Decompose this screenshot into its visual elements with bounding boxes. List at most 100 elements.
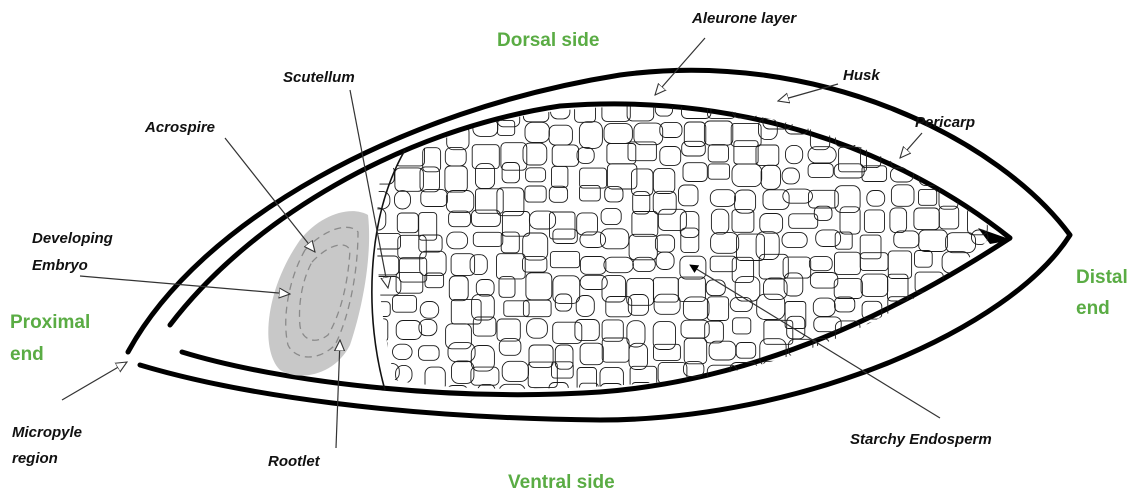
endosperm-cell: [967, 342, 995, 356]
endosperm-cell: [420, 302, 439, 319]
endosperm-cell: [860, 253, 888, 271]
endosperm-cell: [941, 166, 957, 182]
endosperm-cell: [555, 345, 573, 369]
endosperm-cell: [473, 232, 503, 246]
endosperm-cell: [627, 278, 654, 305]
scutellum-label: Scutellum: [283, 69, 355, 86]
endosperm-cell: [604, 124, 632, 144]
endosperm-cell: [783, 257, 811, 278]
endosperm-cell: [861, 119, 890, 141]
endosperm-cell: [451, 300, 481, 324]
endosperm-cell: [607, 164, 637, 189]
endosperm-cell: [420, 251, 446, 275]
endosperm-cell: [504, 301, 529, 317]
endosperm-cell: [915, 251, 933, 268]
endosperm-cell: [446, 324, 472, 349]
endosperm-cell: [946, 233, 976, 253]
endosperm-cell: [991, 185, 1011, 201]
endosperm-cell: [654, 294, 680, 314]
endosperm-cell: [761, 165, 780, 189]
endosperm-cell: [809, 361, 826, 381]
husk-label: Husk: [843, 67, 880, 84]
endosperm-cell: [684, 122, 706, 147]
endosperm-cell: [419, 346, 440, 361]
endosperm-cell: [396, 321, 421, 340]
developing-embryo-label-line2: Embryo: [32, 257, 88, 274]
endosperm-cell: [710, 190, 735, 207]
endosperm-cell: [997, 360, 1014, 377]
endosperm-cell: [425, 367, 445, 392]
endosperm-cell: [789, 214, 818, 229]
endosperm-cell: [679, 185, 699, 206]
endosperm-cell: [860, 235, 881, 259]
endosperm-cell: [423, 97, 443, 122]
endosperm-cell: [527, 319, 548, 339]
endosperm-cell: [995, 338, 1023, 360]
endosperm-cell: [972, 384, 989, 408]
endosperm-cell: [655, 235, 674, 252]
endosperm-cell: [838, 340, 863, 358]
endosperm-cell: [555, 294, 571, 311]
endosperm-cell: [681, 228, 699, 253]
endosperm-cell: [550, 252, 579, 268]
endosperm-cell: [502, 361, 528, 381]
endosperm-cell: [553, 322, 582, 343]
endosperm-cell: [395, 191, 411, 209]
endosperm-cell: [970, 362, 999, 389]
endosperm-cell: [835, 252, 861, 274]
endosperm-cell: [891, 185, 914, 207]
endosperm-cell: [653, 278, 678, 302]
endosperm-cell: [939, 297, 958, 322]
endosperm-cell: [887, 384, 909, 399]
endosperm-cell: [529, 345, 553, 367]
endosperm-cell: [764, 361, 785, 379]
endosperm-cell: [633, 192, 650, 214]
pericarp-label: Pericarp: [915, 114, 975, 131]
endosperm-cell: [782, 233, 807, 248]
endosperm-cell: [680, 212, 699, 238]
endosperm-cell: [497, 319, 520, 341]
endosperm-cell: [580, 343, 603, 365]
endosperm-cell: [867, 191, 885, 207]
endosperm-cell: [787, 316, 805, 339]
endosperm-cell: [419, 213, 437, 241]
endosperm-cell: [580, 257, 606, 275]
micropyle-arrow: [62, 362, 127, 400]
endosperm-cell: [786, 145, 803, 163]
endosperm-cell: [708, 164, 729, 179]
rootlet-label: Rootlet: [268, 453, 321, 470]
endosperm-cell: [809, 257, 832, 271]
endosperm-cell: [445, 147, 466, 166]
endosperm-cell: [552, 145, 578, 166]
endosperm-cell: [861, 274, 888, 296]
endosperm-cell: [367, 98, 390, 120]
endosperm-cell: [764, 320, 793, 344]
endosperm-cell: [864, 210, 884, 233]
endosperm-cell: [419, 235, 442, 252]
endosperm-cell: [946, 367, 974, 386]
endosperm-cell: [501, 232, 519, 253]
endosperm-cell: [476, 189, 504, 214]
endosperm-cell: [993, 382, 1014, 400]
endosperm-cell: [784, 367, 803, 392]
endosperm-cell: [756, 232, 779, 260]
endosperm-cell: [683, 386, 710, 407]
endosperm-cell: [732, 257, 753, 282]
endosperm-cell: [709, 341, 736, 360]
endosperm-cell: [451, 254, 475, 276]
proximal-end-label-line1: Proximal: [10, 312, 90, 333]
endosperm-cell: [814, 388, 831, 409]
endosperm-cell: [526, 273, 552, 300]
endosperm-cell: [476, 164, 495, 189]
endosperm-cell: [759, 254, 788, 279]
endosperm-cell: [523, 300, 551, 317]
endosperm-cell: [809, 190, 839, 208]
endosperm-cell: [914, 141, 940, 155]
endosperm-cell: [580, 383, 599, 409]
endosperm-cell: [525, 122, 549, 142]
endosperm-cell: [705, 321, 724, 343]
endosperm-cell: [449, 276, 468, 301]
endosperm-cell: [782, 168, 799, 184]
endosperm-cell: [834, 279, 862, 299]
endosperm-cell: [839, 100, 855, 119]
